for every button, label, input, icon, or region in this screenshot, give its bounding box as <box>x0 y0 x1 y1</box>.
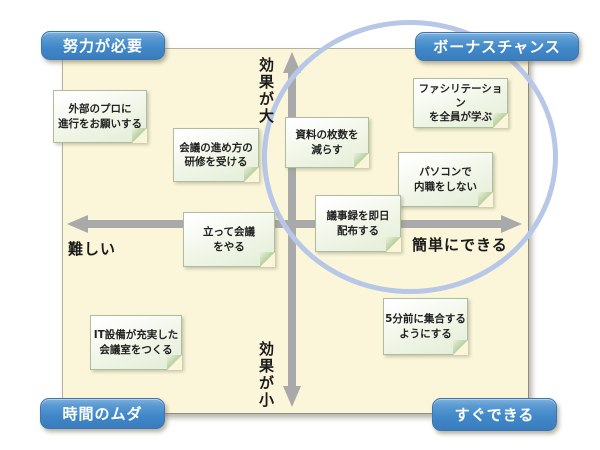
sticky-note: 議事録を即日配布する <box>315 195 401 252</box>
highlight-circle <box>262 20 558 294</box>
sticky-note: 資料の枚数を減らす <box>285 117 369 168</box>
corner-label-effort-needed: 努力が必要 <box>41 31 165 60</box>
sticky-note: ファシリテーションを全員が学ぶ <box>413 78 508 128</box>
sticky-note-text: 外部のプロに進行をお願いする <box>58 103 142 130</box>
sticky-note: パソコンで内職をしない <box>398 152 493 207</box>
axis-label-effect-low: 効果が小 <box>257 341 275 409</box>
corner-label-waste-of-time: 時間のムダ <box>40 398 165 429</box>
corner-label-can-do-now: すぐできる <box>432 398 557 431</box>
sticky-note-text: 資料の枚数を減らす <box>295 129 359 156</box>
corner-label-bonus-chance: ボーナスチャンス <box>415 32 579 61</box>
axis-label-effect-high: 効果が大 <box>257 57 275 125</box>
sticky-note-text: 議事録を即日配布する <box>326 210 390 237</box>
sticky-note-text: 立って会議をやる <box>203 226 255 253</box>
sticky-note: 会議の進め方の研修を受ける <box>173 128 259 182</box>
axis-label-difficult: 難しい <box>68 240 117 258</box>
sticky-note: 立って会議をやる <box>183 212 275 267</box>
axis-label-easy: 簡単にできる <box>412 236 508 254</box>
sticky-note: 外部のプロに進行をお願いする <box>53 90 147 143</box>
sticky-note-text: パソコンで内職をしない <box>414 166 477 193</box>
sticky-note: 5分前に集合するようにする <box>383 298 468 355</box>
sticky-note-text: IT設備が充実した会議室をつくる <box>93 329 179 356</box>
sticky-note-text: 会議の進め方の研修を受ける <box>179 141 253 168</box>
sticky-note: IT設備が充実した会議室をつくる <box>90 315 182 370</box>
sticky-note-text: 5分前に集合するようにする <box>385 313 466 340</box>
sticky-note-text: ファシリテーションを全員が学ぶ <box>418 82 503 124</box>
